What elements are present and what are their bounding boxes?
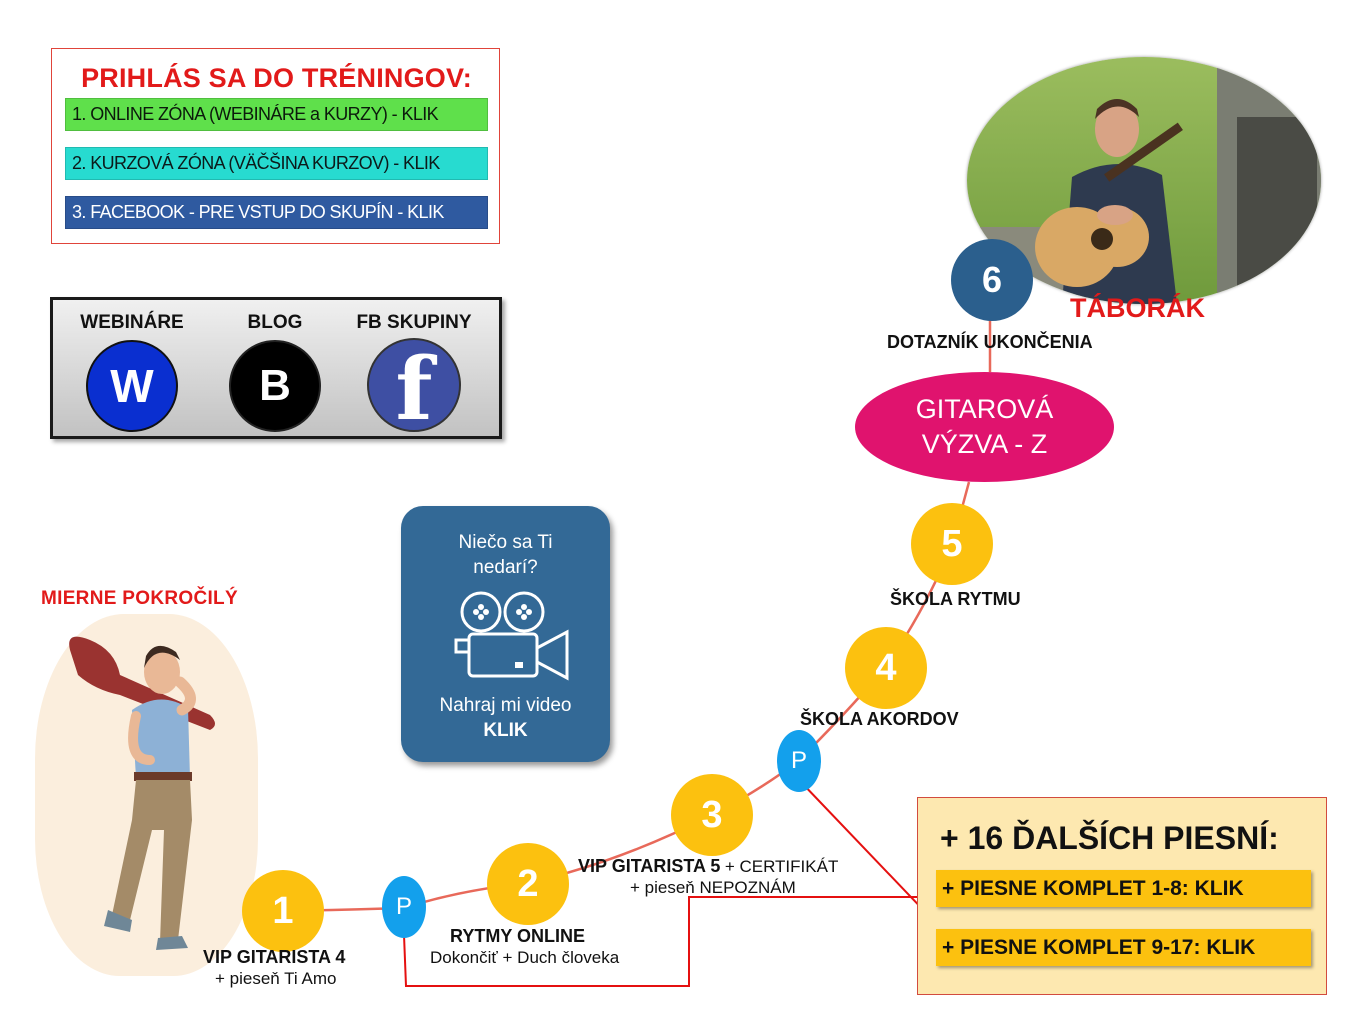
songs-title: + 16 ĎALŠÍCH PIESNÍ: [940, 820, 1279, 856]
upload-video-button[interactable]: Niečo sa Ti nedarí? Nahraj mi video KLIK [401, 506, 610, 762]
video-klik: KLIK [483, 720, 528, 741]
step-3-circle[interactable]: 3 [671, 774, 753, 856]
step-1-sub: + pieseň Ti Amo [215, 969, 337, 988]
level-title: MIERNE POKROČILÝ [41, 588, 238, 609]
arrow-to-songs-1 [403, 896, 958, 987]
course-zone-link[interactable]: 2. KURZOVÁ ZÓNA (VÄČŠINA KURZOV) - KLIK [65, 147, 488, 180]
login-title: PRIHLÁS SA DO TRÉNINGOV: [81, 63, 472, 93]
quick-links-panel: WEBINÁRE BLOG FB SKUPINY W B f [50, 297, 502, 440]
facebook-icon[interactable]: f [367, 338, 461, 440]
step-3-label: VIP GITARISTA 5 [578, 856, 721, 876]
step-1-label: VIP GITARISTA 4 [203, 947, 346, 967]
step-3-label-tail: + CERTIFIKÁT [724, 857, 839, 876]
step-4-circle[interactable]: 4 [845, 627, 927, 709]
dotaznik-label: DOTAZNÍK UKONČENIA [887, 332, 1093, 352]
blog-icon[interactable]: B [229, 340, 321, 432]
step-2-circle[interactable]: 2 [487, 843, 569, 925]
video-text-line2: nedarí? [473, 557, 538, 578]
blog-label: BLOG [247, 312, 303, 333]
gitarova-vyzva-button[interactable]: GITAROVÁ VÝZVA - Z [855, 372, 1114, 482]
facebook-groups-link[interactable]: 3. FACEBOOK - PRE VSTUP DO SKUPÍN - KLIK [65, 196, 488, 229]
step-5-circle[interactable]: 5 [911, 503, 993, 585]
songs-panel: + 16 ĎALŠÍCH PIESNÍ: + PIESNE KOMPLET 1-… [917, 797, 1327, 995]
webinar-icon[interactable]: W [86, 340, 178, 432]
taborak-title: TÁBORÁK [1070, 293, 1205, 323]
step-4-label: ŠKOLA AKORDOV [800, 709, 959, 729]
parking-point-upper[interactable]: P [777, 730, 821, 792]
step-2-sub: Dokončiť + Duch človeka [430, 948, 620, 967]
parking-point-lower[interactable]: P [382, 876, 426, 938]
login-panel: PRIHLÁS SA DO TRÉNINGOV: 1. ONLINE ZÓNA … [51, 48, 500, 244]
songs-1-8-link[interactable]: + PIESNE KOMPLET 1-8: KLIK [936, 870, 1311, 907]
vyzva-line1: GITAROVÁ [915, 394, 1054, 424]
video-camera-icon [454, 591, 569, 681]
video-text-line1: Niečo sa Ti [458, 532, 553, 553]
video-text-line3: Nahraj mi video [439, 695, 572, 716]
step-1-circle[interactable]: 1 [242, 870, 324, 952]
step-5-label: ŠKOLA RYTMU [890, 589, 1021, 609]
webinar-label: WEBINÁRE [80, 312, 184, 333]
step-3-label-row: VIP GITARISTA 5 + CERTIFIKÁT [578, 856, 838, 877]
step-2-label: RYTMY ONLINE [450, 926, 586, 946]
songs-9-17-link[interactable]: + PIESNE KOMPLET 9-17: KLIK [936, 929, 1311, 966]
online-zone-link[interactable]: 1. ONLINE ZÓNA (WEBINÁRE a KURZY) - KLIK [65, 98, 488, 131]
step-6-circle[interactable]: 6 [951, 239, 1033, 321]
vyzva-line2: VÝZVA - Z [921, 429, 1048, 459]
step-3-sub: + pieseň NEPOZNÁM [630, 878, 796, 897]
guitarist-character-illustration [69, 636, 216, 950]
fb-groups-label: FB SKUPINY [356, 312, 472, 333]
